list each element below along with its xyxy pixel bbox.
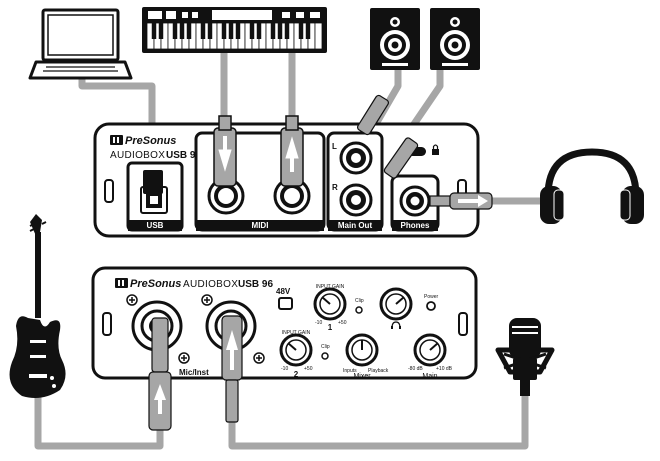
- phones-port-label: Phones: [401, 221, 430, 230]
- midi-keyboard-icon: [142, 7, 327, 53]
- headphone-plug: [429, 192, 493, 210]
- mixer-inputs-label: Inputs: [343, 368, 357, 374]
- black-key: [305, 23, 311, 39]
- arrow-up-icon: [154, 384, 166, 400]
- gain1-min: -10: [315, 320, 322, 326]
- back-brand: PreSonus: [125, 135, 176, 147]
- mixer-knob[interactable]: [345, 333, 379, 367]
- presonus-logo-icon: [110, 135, 123, 145]
- main-out-right-jack[interactable]: [339, 183, 373, 217]
- gain-label-1: INPUT GAIN: [316, 284, 345, 290]
- electric-guitar-icon: [9, 214, 66, 398]
- left-channel-label: L: [332, 142, 337, 151]
- left-speaker-plug: [356, 94, 390, 136]
- front-panel: PreSonus AUDIOBOX USB 96: [91, 266, 478, 380]
- mixer-playback-label: Playback: [368, 368, 389, 374]
- plus-icon: [126, 294, 138, 306]
- laptop-icon: [28, 8, 133, 80]
- black-key: [172, 23, 178, 39]
- main-label: Main: [422, 373, 437, 380]
- arrow-up-icon: [226, 330, 238, 350]
- input-gain-knob-1[interactable]: [313, 287, 347, 321]
- headphones-icon: [540, 148, 644, 224]
- microphone-icon: [495, 318, 555, 396]
- gain1-max: +50: [338, 320, 347, 326]
- gain2-max: +50: [304, 366, 313, 372]
- mixer-label: Mixer: [353, 373, 371, 380]
- presonus-logo-icon: [115, 278, 128, 288]
- back-model-thin: AUDIOBOX: [110, 150, 165, 161]
- headphones-small-icon: [391, 321, 401, 329]
- midi-in-port[interactable]: [273, 177, 311, 215]
- arrow-right-icon: [458, 195, 488, 207]
- channel-1-number: 1: [328, 323, 333, 332]
- power-label: Power: [424, 294, 439, 300]
- back-model-bold: USB 96: [166, 150, 201, 161]
- channel-2-number: 2: [294, 370, 299, 379]
- black-key: [221, 23, 227, 39]
- front-model-thin: AUDIOBOX: [183, 279, 238, 290]
- main-min-label: -80 dB: [408, 366, 423, 372]
- right-channel-label: R: [332, 183, 338, 192]
- plus-icon: [253, 352, 265, 364]
- phantom-power-button[interactable]: [278, 297, 293, 310]
- main-out-port-label: Main Out: [338, 221, 373, 230]
- main-out-left-jack[interactable]: [339, 141, 373, 175]
- black-key: [228, 23, 234, 39]
- black-key: [277, 23, 283, 39]
- black-key: [158, 23, 164, 39]
- gain2-min: -10: [281, 366, 288, 372]
- black-key: [256, 23, 262, 39]
- clip-led-2: [321, 352, 329, 360]
- back-panel: PreSonus AUDIOBOX USB 96 USB MIDI: [93, 94, 493, 238]
- black-key: [200, 23, 206, 39]
- white-key: [314, 22, 323, 50]
- black-key: [179, 23, 185, 39]
- plus-icon: [178, 352, 190, 364]
- black-key: [249, 23, 255, 39]
- front-model-bold: USB 96: [238, 279, 273, 290]
- clip-led-1: [355, 306, 363, 314]
- right-speaker-plug: [383, 137, 419, 179]
- midi-out-port[interactable]: [207, 177, 245, 215]
- midi-in-plug: [280, 115, 304, 187]
- midi-out-plug: [213, 115, 237, 187]
- guitar-plug: [148, 317, 172, 431]
- black-key: [186, 23, 192, 39]
- usb-port-label: USB: [147, 221, 164, 230]
- clip-label-2: Clip: [321, 344, 330, 350]
- xlr-plug: [221, 315, 243, 423]
- lock-icon: [432, 144, 439, 155]
- mic-inst-label: Mic/Inst: [179, 368, 209, 377]
- gain-label-2: INPUT GAIN: [282, 330, 311, 336]
- plus-icon: [201, 294, 213, 306]
- left-speaker-icon: [370, 8, 420, 70]
- black-key: [235, 23, 241, 39]
- headphone-level-knob[interactable]: [379, 287, 413, 321]
- right-speaker-icon: [430, 8, 480, 70]
- black-key: [284, 23, 290, 39]
- midi-port-label: MIDI: [252, 221, 269, 230]
- input-gain-knob-2[interactable]: [279, 333, 313, 367]
- usb-plug: [143, 170, 163, 194]
- power-led: [426, 301, 436, 311]
- black-key: [270, 23, 276, 39]
- phones-jack[interactable]: [399, 185, 431, 217]
- black-key: [151, 23, 157, 39]
- black-key: [298, 23, 304, 39]
- front-brand: PreSonus: [130, 278, 181, 290]
- black-key: [207, 23, 213, 39]
- phantom-power-label: 48V: [276, 287, 291, 296]
- clip-label-1: Clip: [355, 298, 364, 304]
- main-max-label: +10 dB: [436, 366, 453, 372]
- cables: [34, 46, 564, 450]
- main-level-knob[interactable]: [413, 333, 447, 367]
